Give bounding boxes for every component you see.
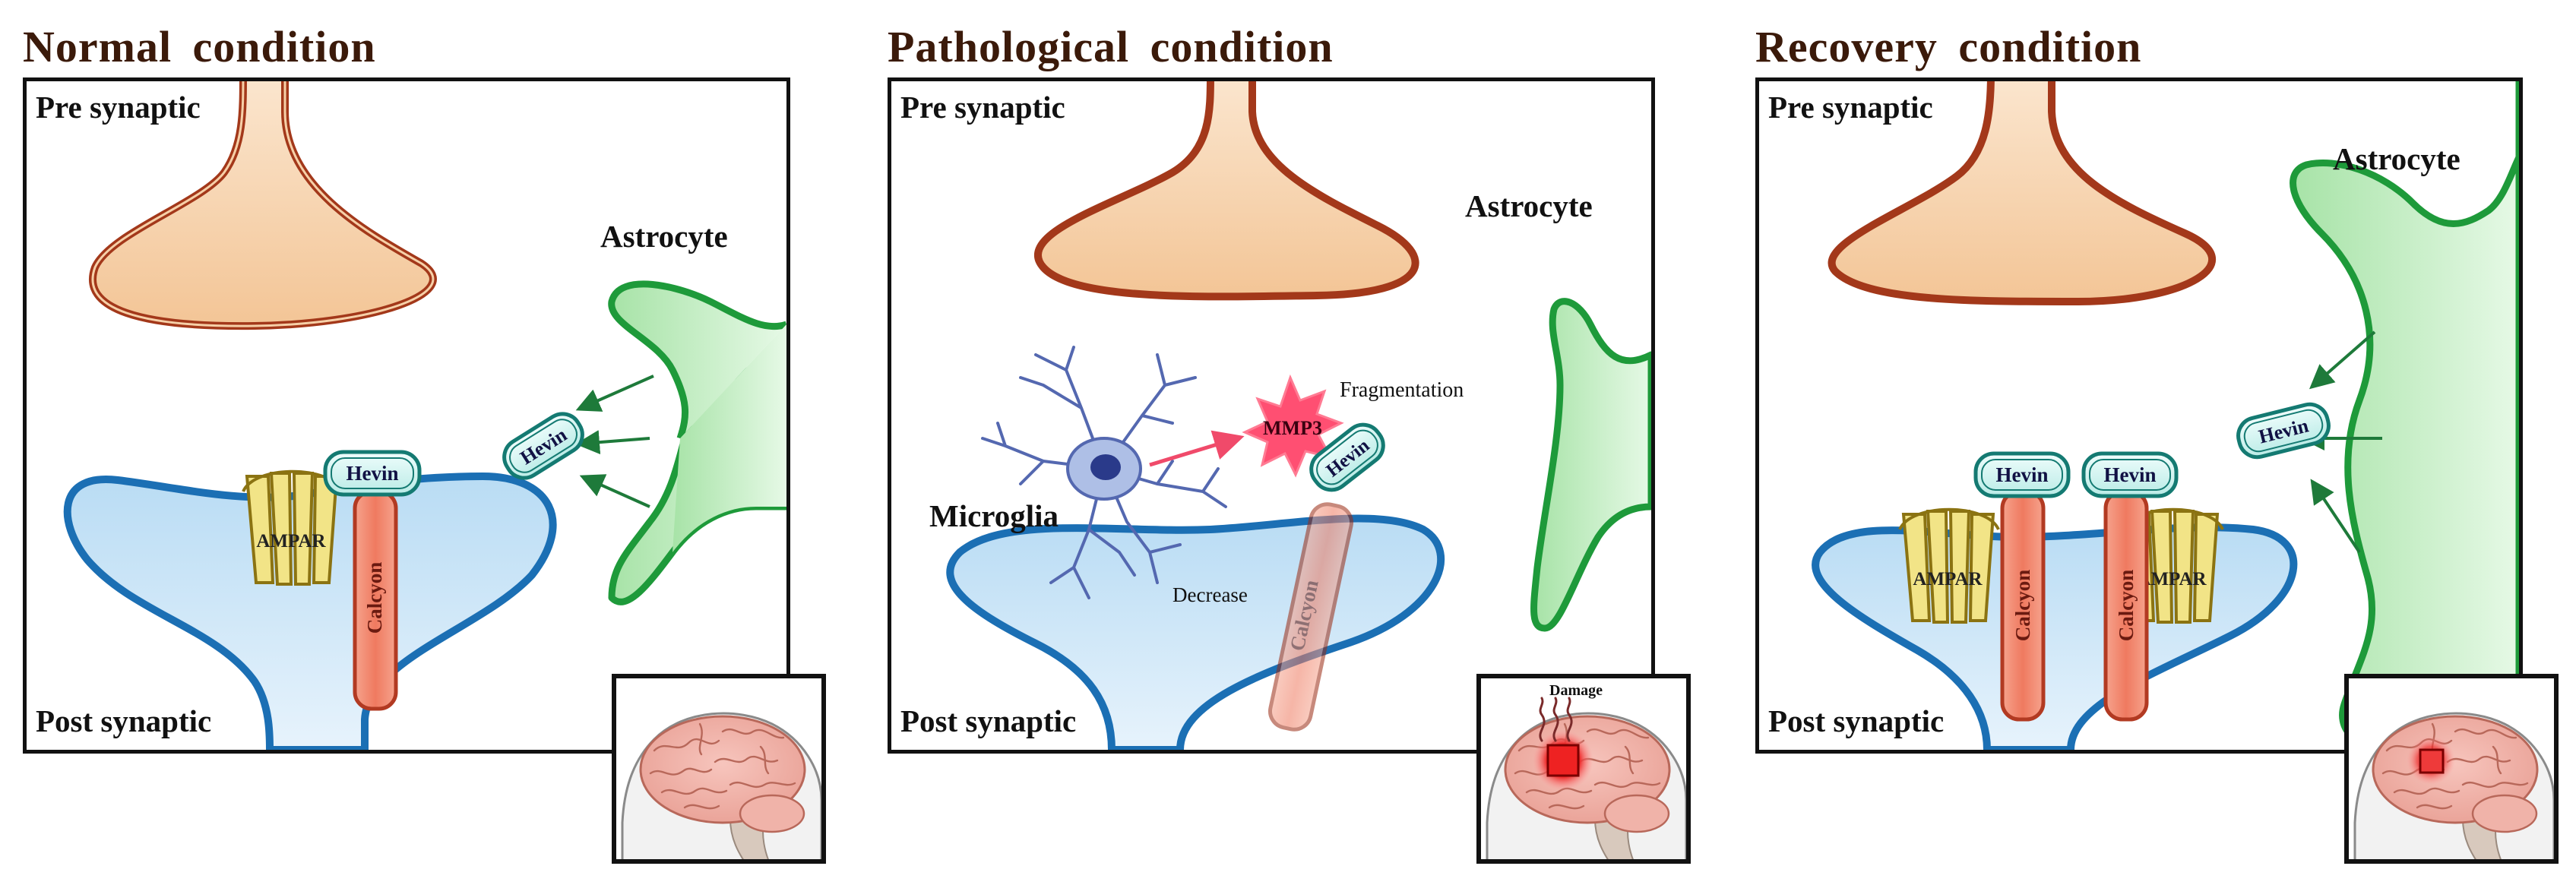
astrocyte-label: Astrocyte	[2333, 141, 2460, 176]
hevin-free: Hevin	[502, 412, 584, 480]
pre-synaptic-label: Pre synaptic	[36, 90, 201, 125]
ampar-receptor-left: AMPAR	[1898, 507, 2000, 624]
astrocyte-label: Astrocyte	[1465, 188, 1593, 223]
brain-inset-damage: Damage	[1476, 674, 1691, 864]
secretion-arrow-2	[575, 430, 650, 455]
svg-text:AMPAR: AMPAR	[2137, 569, 2207, 589]
presynaptic-terminal	[1828, 81, 2217, 305]
activation-arrow	[1149, 430, 1245, 467]
svg-text:Hevin: Hevin	[2103, 463, 2156, 486]
hevin-free: Hevin	[2236, 402, 2331, 460]
astrocyte	[1530, 298, 1651, 632]
astrocyte	[2290, 81, 2519, 750]
calcyon-protein: Calcyon	[353, 489, 398, 711]
svg-text:AMPAR: AMPAR	[1913, 569, 1983, 589]
post-synaptic-label: Post synaptic	[900, 703, 1077, 738]
pre-synaptic-label: Pre synaptic	[900, 90, 1065, 125]
normal-diagram: Hevin AMPAR Calcyon Hevin	[63, 81, 786, 750]
microglia-cell	[981, 346, 1227, 599]
svg-text:Hevin: Hevin	[1995, 463, 2048, 486]
microglia-label: Microglia	[929, 498, 1059, 533]
presynaptic-terminal	[1034, 81, 1419, 301]
astrocyte-label: Astrocyte	[600, 219, 728, 254]
panel-pathological: MMP3 Hevin Fragmentation Decrease Calcyo…	[888, 77, 1691, 864]
svg-text:Hevin: Hevin	[346, 462, 398, 485]
pathological-diagram: MMP3 Hevin Fragmentation Decrease Calcyo…	[946, 81, 1651, 750]
panel-title-normal: Normal condition	[23, 22, 376, 71]
hevin-bound-right: Hevin	[2081, 451, 2179, 498]
svg-text:AMPAR: AMPAR	[256, 531, 326, 552]
recovery-diagram: Hevin AMPAR AMPAR Calcyon Calcyo	[1812, 81, 2519, 750]
decrease-label: Decrease	[1172, 583, 1248, 606]
fragmentation-label: Fragmentation	[1340, 378, 1464, 402]
hevin-fragment: Hevin	[1309, 422, 1385, 492]
svg-text:Calcyon: Calcyon	[2115, 570, 2138, 642]
calcyon-protein-left: Calcyon	[2000, 489, 2046, 722]
secretion-arrow-1	[575, 375, 654, 412]
pre-synaptic-label: Pre synaptic	[1768, 90, 1933, 125]
svg-text:Calcyon: Calcyon	[363, 562, 386, 634]
post-synaptic-label: Post synaptic	[36, 703, 212, 738]
brain-inset-recovery	[2344, 674, 2559, 864]
hevin-bound: Hevin	[323, 450, 422, 497]
damage-label: Damage	[1549, 682, 1603, 699]
panel-title-recovery: Recovery condition	[1755, 22, 2142, 71]
hevin-bound-left: Hevin	[1973, 451, 2071, 498]
svg-text:Calcyon: Calcyon	[2011, 570, 2034, 642]
secretion-arrow-1	[2309, 330, 2376, 390]
secretion-arrow-3	[2310, 479, 2361, 554]
calcyon-protein-right: Calcyon	[2103, 489, 2149, 722]
ampar-receptor: AMPAR	[242, 469, 343, 586]
brain-inset-normal	[612, 674, 826, 864]
svg-text:MMP3: MMP3	[1263, 417, 1322, 439]
secretion-arrow-3	[579, 474, 650, 508]
post-synaptic-label: Post synaptic	[1768, 703, 1945, 738]
panel-normal: Hevin AMPAR Calcyon Hevin Pre synaptic P…	[23, 77, 826, 864]
panel-recovery: Hevin AMPAR AMPAR Calcyon Calcyo	[1755, 77, 2559, 864]
mmp3-burst	[1242, 374, 1344, 478]
panel-title-pathological: Pathological condition	[888, 22, 1334, 71]
